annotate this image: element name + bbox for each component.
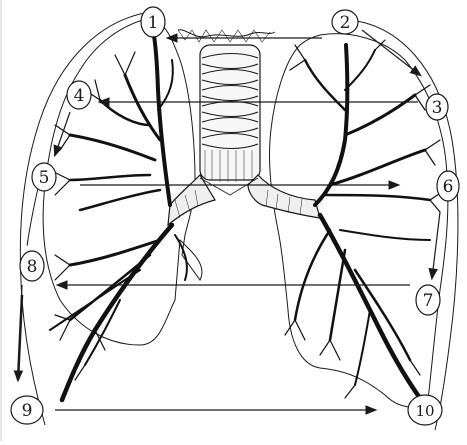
step-marker-1: 1 xyxy=(141,7,165,37)
step-marker-4: 4 xyxy=(67,81,91,109)
step-marker-label: 2 xyxy=(340,13,351,33)
step-marker-3: 3 xyxy=(426,94,448,120)
step-marker-8: 8 xyxy=(20,251,44,281)
step-marker-6: 6 xyxy=(437,171,459,201)
step-marker-label: 1 xyxy=(148,13,159,33)
step-marker-label: 6 xyxy=(443,177,454,197)
step-marker-2: 2 xyxy=(332,10,358,34)
trachea xyxy=(168,30,320,225)
step-marker-label: 7 xyxy=(423,291,434,311)
step-marker-10: 10 xyxy=(408,395,442,425)
step-marker-label: 5 xyxy=(39,168,50,188)
arrow-2-to-3 xyxy=(362,30,420,75)
step-marker-label: 8 xyxy=(27,257,38,277)
step-marker-label: 3 xyxy=(432,98,443,118)
step-marker-9: 9 xyxy=(11,396,43,424)
left-lung-outline xyxy=(43,18,202,345)
step-marker-label: 4 xyxy=(74,86,85,106)
right-lung-outline xyxy=(269,34,447,407)
arrow-6-to-7 xyxy=(432,212,440,278)
outer-frame-curve-right xyxy=(350,20,458,430)
step-marker-label: 10 xyxy=(415,402,434,420)
step-marker-5: 5 xyxy=(32,163,56,191)
step-marker-7: 7 xyxy=(416,285,440,315)
step-marker-label: 9 xyxy=(22,401,33,421)
